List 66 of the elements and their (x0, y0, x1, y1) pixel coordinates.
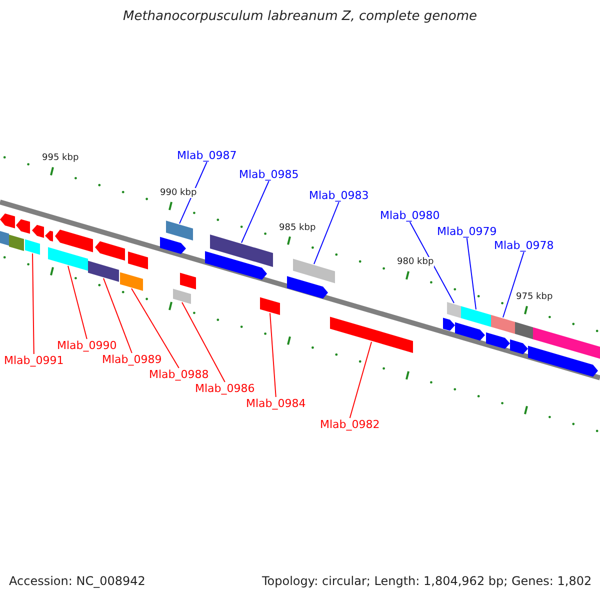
gene-block (16, 219, 30, 234)
gene-block (9, 234, 24, 251)
gene-block (330, 316, 413, 353)
gene-label: Mlab_0982 (320, 418, 380, 431)
gene-block (287, 276, 328, 299)
gene-label: Mlab_0988 (149, 368, 209, 381)
gene-block (443, 318, 455, 331)
scale-label: 980 kbp (397, 257, 434, 268)
gene-label: Mlab_0991 (4, 354, 64, 367)
scale-label: 990 kbp (160, 188, 197, 198)
gene-block (260, 297, 280, 315)
gene-label: Mlab_0987 (177, 149, 237, 162)
genome-summary-text: Topology: circular; Length: 1,804,962 bp; Genes: 1,802 (262, 574, 592, 588)
leader-line (131, 288, 180, 368)
leader-line (103, 278, 132, 354)
gene-block (461, 306, 491, 327)
leader-line (314, 202, 340, 264)
gene-block (515, 322, 533, 340)
accession-text: Accession: NC_008942 (9, 574, 146, 588)
gene-block (55, 230, 93, 252)
gene-block (486, 332, 510, 349)
gene-block (166, 220, 193, 240)
gene-block (173, 288, 191, 304)
gene-block (455, 322, 485, 341)
gene-block (293, 258, 335, 284)
gene-label: Mlab_0978 (494, 239, 554, 252)
leader-line (466, 238, 476, 310)
gene-label: Mlab_0984 (246, 397, 306, 410)
title: Methanocorpusculum labreanum Z, complete genome (122, 9, 478, 24)
gene-block (95, 241, 125, 261)
leader-line (409, 222, 454, 304)
leader-line (182, 302, 226, 382)
leader-line (32, 253, 34, 354)
gene-block (128, 252, 148, 270)
gene-block (180, 272, 196, 290)
gene-label: Mlab_0985 (239, 168, 299, 181)
gene-label: Mlab_0980 (380, 209, 440, 222)
scale-label: 995 kbp (42, 153, 79, 164)
leader-line (349, 341, 372, 418)
scale-label: 975 kbp (516, 292, 553, 302)
leader-line (68, 265, 88, 340)
gene-block (447, 302, 461, 318)
gene-block (160, 236, 186, 254)
gene-block (25, 239, 40, 255)
gene-block (510, 339, 528, 354)
gene-block (45, 230, 53, 242)
gene-block (205, 251, 267, 280)
gene-block (210, 234, 273, 267)
gene-label: Mlab_0986 (195, 382, 255, 395)
gene-label: Mlab_0983 (309, 189, 369, 202)
gene-block (48, 247, 88, 271)
gene-block (0, 231, 9, 246)
gene-block (533, 327, 600, 359)
gene-block (528, 346, 598, 377)
gene-block (32, 224, 44, 238)
gene-block (88, 260, 119, 282)
gene-block (0, 214, 15, 228)
gene-label: Mlab_0979 (437, 225, 497, 238)
gene-block (120, 272, 143, 291)
gene-label: Mlab_0989 (102, 353, 162, 366)
scale-label: 985 kbp (279, 222, 316, 233)
leader-line (270, 312, 276, 398)
leader-line (502, 252, 524, 318)
leader-line (241, 180, 270, 244)
gene-label: Mlab_0990 (57, 339, 117, 352)
gene-block (491, 314, 515, 334)
